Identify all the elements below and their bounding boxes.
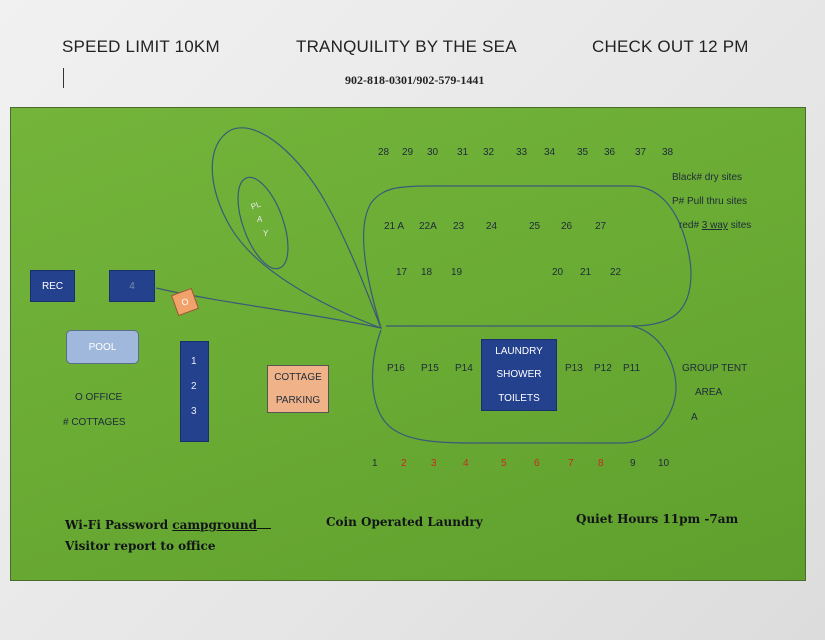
site-number: 2 [401, 458, 407, 469]
site-number: 24 [486, 221, 498, 232]
site-number: 36 [604, 147, 616, 158]
speed-limit-text: SPEED LIMIT 10KM [62, 37, 220, 56]
cottage-1: 1 [191, 356, 197, 367]
site-number: 34 [544, 147, 556, 158]
site-number: 37 [635, 147, 647, 158]
site-number: 17 [396, 267, 408, 278]
group-tent-site-a: A [691, 412, 698, 423]
site-number: 32 [483, 147, 495, 158]
site-number: 20 [552, 267, 564, 278]
cottages-label: # COTTAGES [63, 417, 126, 428]
site-number: P11 [623, 363, 641, 374]
cottage-2: 2 [191, 381, 197, 392]
cottage-block: 1 2 3 [180, 341, 209, 442]
cottage-3: 3 [191, 406, 197, 417]
site-number: 1 [372, 458, 378, 469]
site-number: 19 [451, 267, 463, 278]
site-number: 38 [662, 147, 674, 158]
legend-red: red# 3 way sites [679, 220, 752, 231]
visitor-text: Visitor report to office [65, 539, 216, 553]
site-number: 7 [568, 458, 574, 469]
site-number: 23 [453, 221, 465, 232]
cottage-parking: COTTAGE PARKING [267, 365, 329, 413]
play-area-loop [211, 127, 383, 330]
site-number: 18 [421, 267, 433, 278]
play-label-2: A [257, 215, 263, 224]
pool: POOL [66, 330, 139, 364]
site-number: 22A [419, 221, 437, 232]
laundry-building: LAUNDRY SHOWER TOILETS [481, 339, 557, 411]
site-number: 8 [598, 458, 604, 469]
site-number: 35 [577, 147, 589, 158]
site-number: P14 [455, 363, 473, 374]
site-number: 27 [595, 221, 607, 232]
site-number: 21 A [384, 221, 405, 232]
group-tent-area: AREA [695, 387, 723, 398]
quiet-hours-text: Quiet Hours 11pm -7am [576, 512, 739, 526]
group-tent-label: GROUP TENT [682, 363, 748, 374]
site-number: 9 [630, 458, 636, 469]
laundry-text: Coin Operated Laundry [326, 515, 483, 529]
office-label: O OFFICE [75, 392, 123, 403]
wifi-text: Wi-Fi Password campground [65, 518, 272, 532]
site-number: 30 [427, 147, 439, 158]
site-number: 22 [610, 267, 622, 278]
site-number: 6 [534, 458, 540, 469]
site-number: P13 [565, 363, 583, 374]
site-number: 28 [378, 147, 390, 158]
site-number: 33 [516, 147, 528, 158]
site-number: 10 [658, 458, 670, 469]
rec-building: REC [30, 270, 75, 302]
site-number: 21 [580, 267, 592, 278]
page-title: TRANQUILITY BY THE SEA [296, 37, 517, 56]
site-number: 25 [529, 221, 541, 232]
building-4: 4 [109, 270, 155, 302]
site-number: 26 [561, 221, 573, 232]
legend-black: Black# dry sites [672, 172, 743, 183]
text-cursor [63, 68, 64, 88]
play-field [237, 176, 289, 270]
site-number: 31 [457, 147, 469, 158]
site-number: 4 [463, 458, 469, 469]
play-label-3: Y [263, 229, 269, 238]
lower-loop [371, 325, 677, 444]
checkout-text: CHECK OUT 12 PM [592, 37, 749, 56]
site-number: 29 [402, 147, 414, 158]
site-number: 3 [431, 458, 437, 469]
phone-numbers: 902-818-0301/902-579-1441 [345, 73, 485, 87]
site-number: P16 [387, 363, 405, 374]
site-number: 5 [501, 458, 507, 469]
upper-loop [362, 185, 692, 329]
site-number: P15 [421, 363, 439, 374]
legend-pull: P# Pull thru sites [672, 196, 748, 207]
site-number: P12 [594, 363, 612, 374]
